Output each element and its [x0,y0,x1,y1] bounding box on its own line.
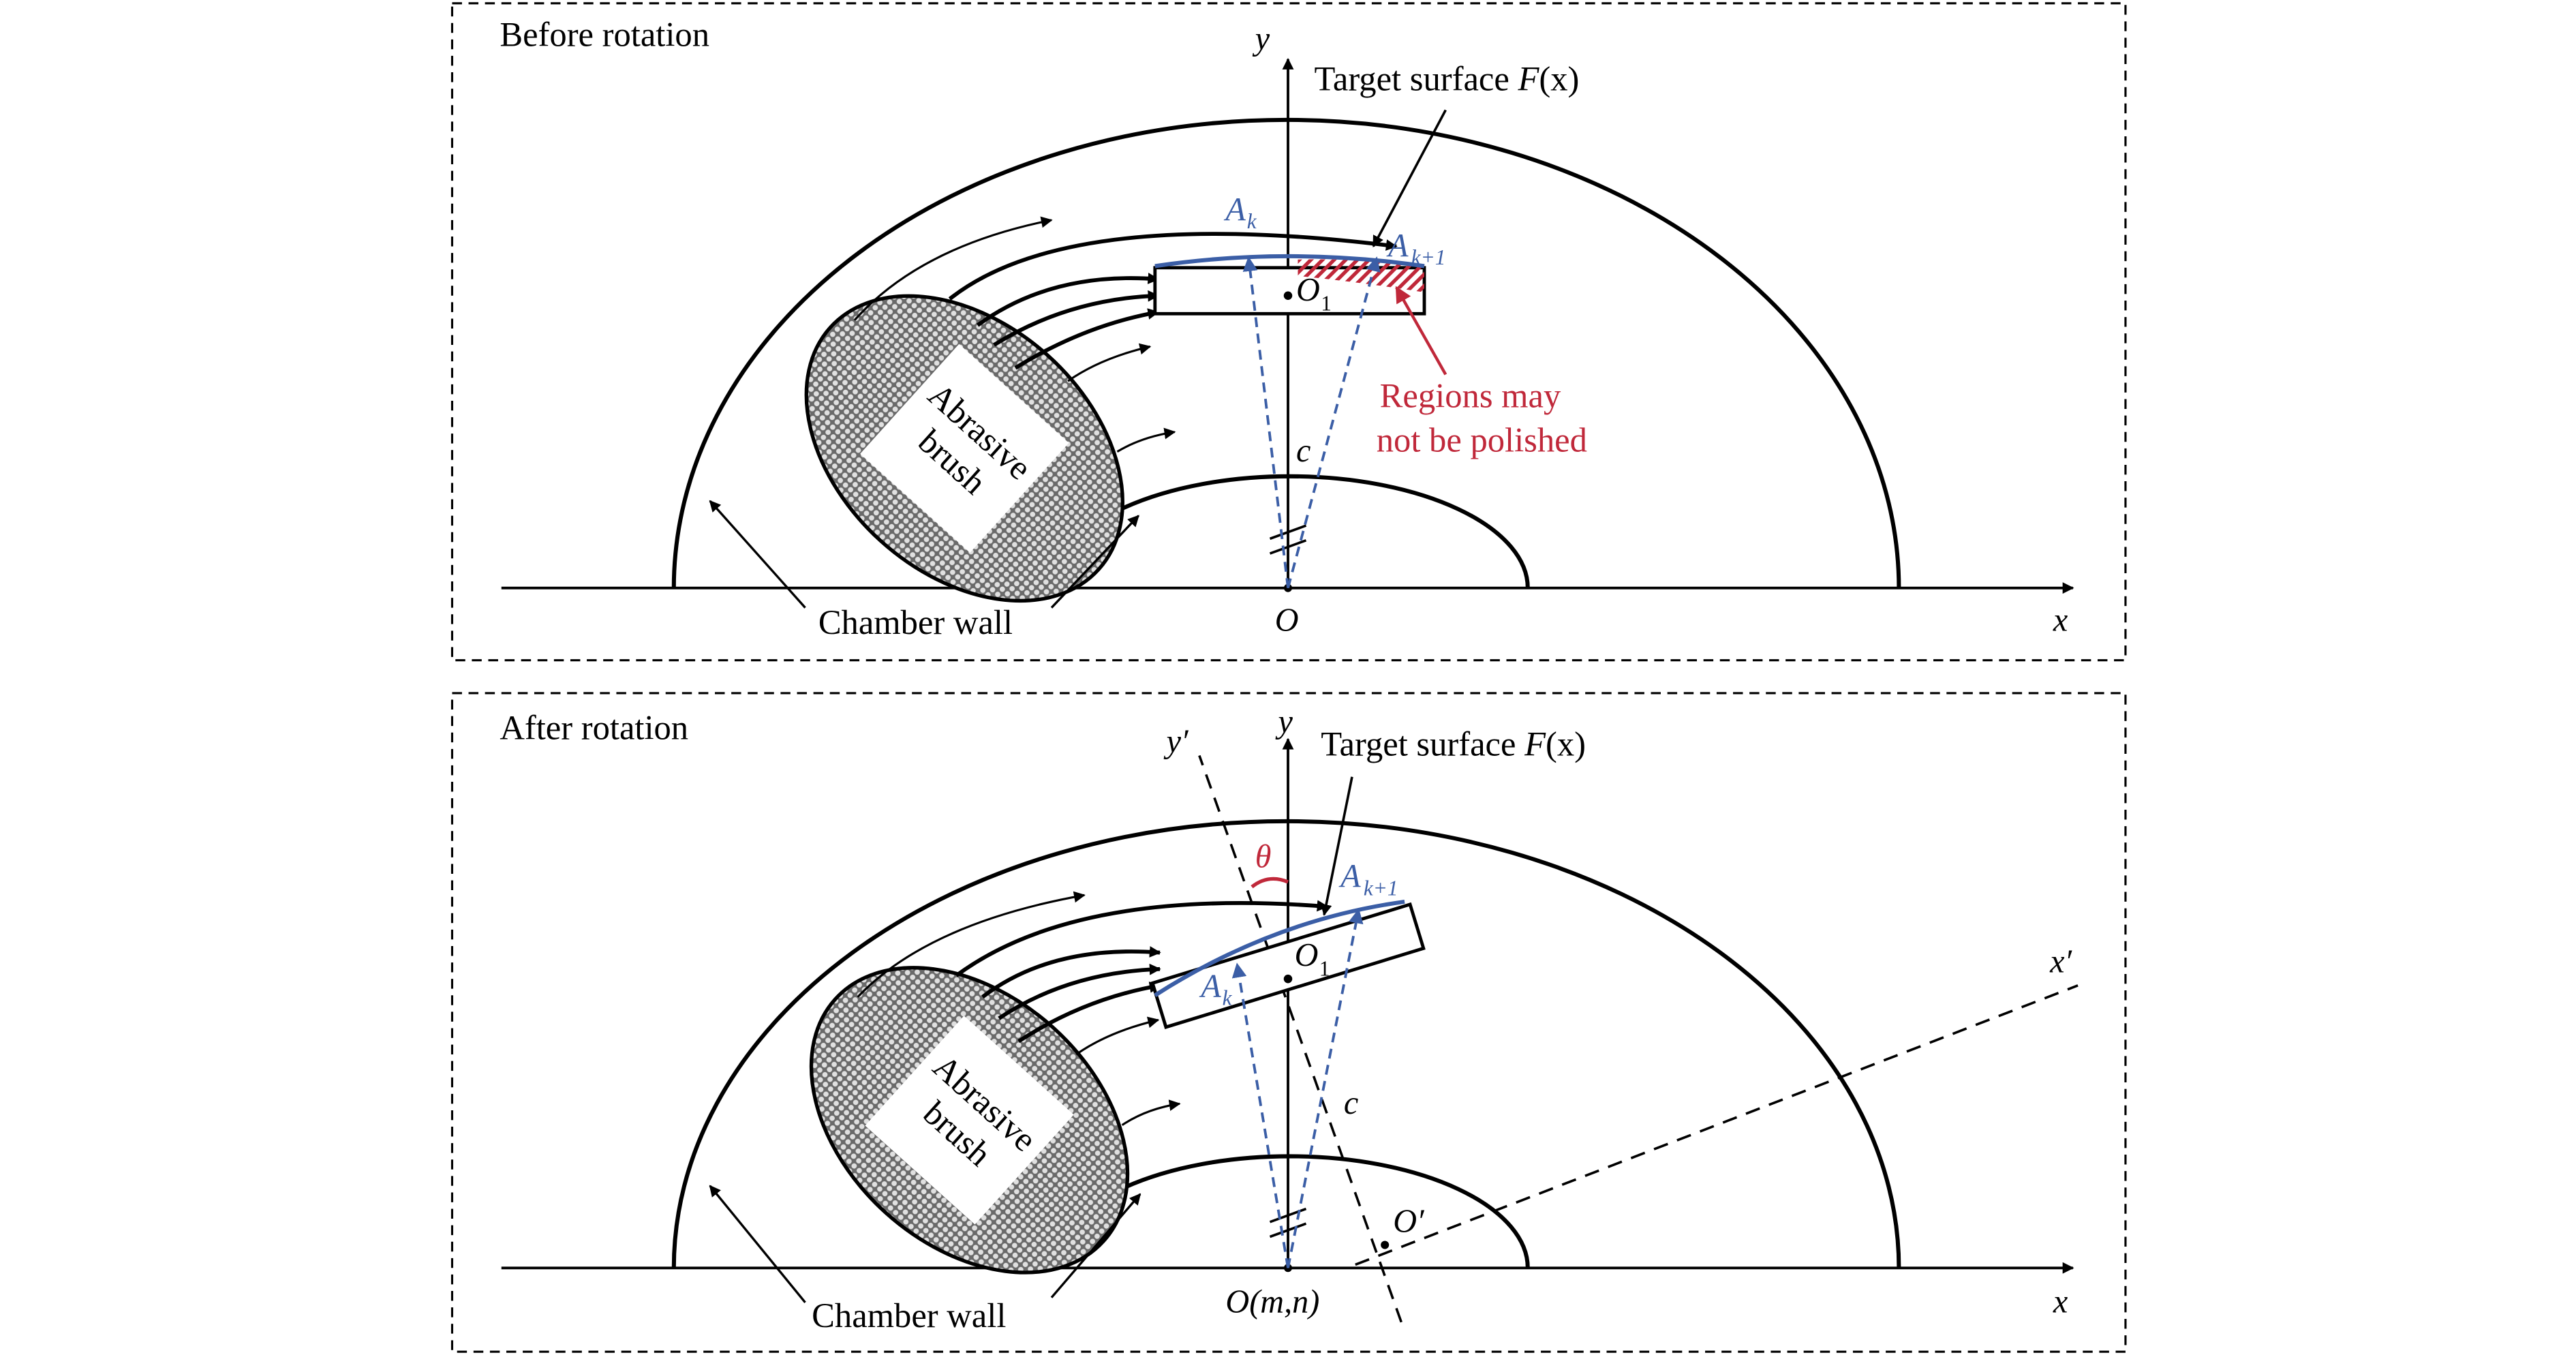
y-prime-label: y′ [1163,724,1189,760]
axis-break-mark [1269,539,1307,555]
axis-break-mark [1269,1222,1307,1238]
y-axis-label: y [1275,704,1293,740]
flow-arrows [853,216,1398,453]
flow-arrow [948,232,1398,301]
o1-point [1283,974,1293,984]
panel-before-title: Before rotation [500,15,709,53]
flow-arrow [993,290,1160,347]
flow-arrow [981,946,1161,999]
o1-point [1283,291,1293,301]
ray-to-ak1 [1287,256,1381,589]
ak1-subscript: k+1 [1411,245,1446,269]
ak1-subscript: k+1 [1364,876,1398,900]
x-prime-label: x′ [2049,944,2072,980]
panel-after-title: After rotation [500,708,688,746]
flow-arrow [998,963,1161,1020]
ak-label: A [1199,969,1221,1005]
x-axis-label: x [2053,602,2068,638]
chamber-wall-pointer-outer [709,500,806,609]
ak1-label: A [1338,858,1361,894]
o1-subscript: 1 [1319,956,1330,980]
chamber-wall-pointer-outer [709,1185,806,1303]
flow-arrow [976,273,1160,327]
y-prime-axis [1198,755,1402,1323]
outer-chamber-arc [671,819,1901,1268]
regions-label-line1: Regions may [1380,377,1561,415]
abrasive-brush: Abrasive brush [804,294,1124,603]
ak-label: A [1223,192,1246,228]
ak-subscript: k [1247,209,1257,233]
c-label: c [1344,1085,1358,1121]
flow-arrow [1067,343,1152,382]
ray-to-ak1 [1287,908,1364,1268]
ray-to-ak [1231,962,1289,1268]
target-surface-curve [1154,899,1405,997]
regions-pointer [1395,286,1447,376]
o1-subscript: 1 [1321,291,1332,315]
c-label: c [1296,433,1310,469]
flow-arrow [1116,427,1176,453]
regions-label-line2: not be polished [1377,421,1587,459]
o-prime-point [1381,1240,1390,1249]
o1-label: O [1295,937,1319,973]
target-surface-curve [1154,254,1425,269]
ak-subscript: k [1223,986,1233,1010]
flow-arrow [857,891,1086,998]
abrasive-brush: Abrasive brush [809,966,1130,1275]
flow-arrow [955,900,1329,977]
flow-arrow [853,216,1053,321]
target-surface-pointer [1320,776,1353,916]
flow-arrow [1121,1099,1181,1126]
rotated-workpiece-group [1150,902,1426,1029]
chamber-wall-label: Chamber wall [812,1296,1006,1335]
flow-arrow [1017,981,1161,1044]
y-axis-label: y [1252,20,1270,57]
ray-to-ak [1242,256,1289,588]
chamber-wall-pointer-inner [1050,1193,1141,1298]
workpiece [1150,902,1426,1029]
o-prime-label: O′ [1393,1203,1425,1239]
chamber-wall-label: Chamber wall [818,603,1013,641]
target-surface-pointer [1372,109,1447,247]
target-surface-label: Target surface F(x) [1321,725,1586,763]
target-surface-label: Target surface F(x) [1315,60,1580,98]
o1-label: O [1296,272,1320,308]
theta-angle-arc [1251,877,1289,889]
ak1-label: A [1386,228,1409,264]
axis-break-mark [1269,524,1307,541]
unpolished-region-hatch [1298,259,1425,292]
x-axis-label: x [2053,1283,2068,1320]
outer-chamber-arc [671,117,1901,588]
flow-arrows [857,891,1329,1126]
x-prime-axis [1355,984,2079,1266]
brush-label-box [865,1016,1074,1225]
brush-label-box [860,344,1069,553]
flow-arrow [1075,1016,1160,1056]
panel-after: After rotation x y O(m,n) x′ y′ O′ θ c A… [450,692,2127,1353]
origin-label: O(m,n) [1225,1283,1319,1320]
panel-before: Before rotation x y O c Abrasive brush [450,2,2127,662]
origin-label: O [1275,602,1299,638]
flow-arrow [1014,308,1160,370]
chamber-wall-pointer-inner [1050,515,1139,609]
theta-label: θ [1255,838,1272,874]
